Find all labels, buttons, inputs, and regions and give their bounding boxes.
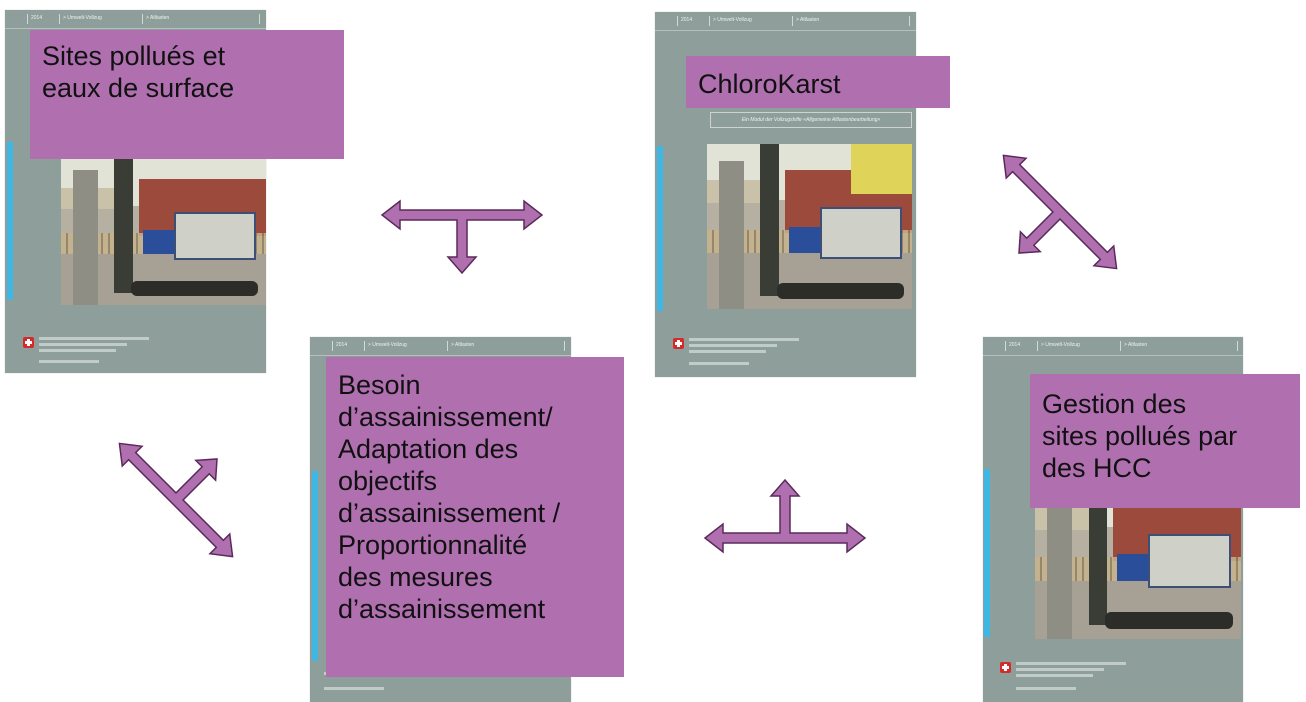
cover-year: 2014 <box>31 15 43 21</box>
cover-series-text <box>39 360 99 366</box>
label-besoin-assainissement: Besoin d’assainissement/ Adaptation des … <box>326 357 624 677</box>
cover-office-text <box>39 337 149 355</box>
cover-office-text <box>689 338 799 356</box>
label-sites-pollues: Sites pollués et eaux de surface <box>30 30 344 159</box>
cover-topic: > Altlasten <box>1124 342 1148 348</box>
drilling-rig-photo <box>707 144 912 309</box>
label-gestion-hcc: Gestion des sites pollués par des HCC <box>1030 374 1300 508</box>
cover-topic: > Altlasten <box>146 15 170 21</box>
swiss-emblem-icon <box>23 337 34 348</box>
cover-header-bar: 2014 > Umwelt-Vollzug > Altlasten <box>983 337 1243 356</box>
three-way-arrow-icon <box>381 200 543 274</box>
cover-accent-stripe <box>7 142 13 300</box>
cover-series-text <box>689 362 749 368</box>
swiss-emblem-icon <box>1000 662 1011 673</box>
cover-subtitle: Ein Modul der Vollzugshilfe «Allgemeine … <box>710 112 912 128</box>
cover-section: > Umwelt-Vollzug <box>368 342 407 348</box>
cover-section: > Umwelt-Vollzug <box>63 15 102 21</box>
three-way-arrow-icon <box>108 401 275 568</box>
cover-year: 2014 <box>1009 342 1021 348</box>
cover-accent-stripe <box>984 469 990 637</box>
swiss-emblem-icon <box>673 338 684 349</box>
label-chlorokarst: ChloroKarst <box>686 56 950 108</box>
cover-year: 2014 <box>336 342 348 348</box>
cover-section: > Umwelt-Vollzug <box>1041 342 1080 348</box>
cover-accent-stripe <box>312 471 318 661</box>
three-way-arrow-icon <box>704 479 866 553</box>
cover-topic: > Altlasten <box>451 342 475 348</box>
cover-office-text <box>1016 662 1126 680</box>
cover-topic: > Altlasten <box>796 17 820 23</box>
cover-header-bar: 2014 > Umwelt-Vollzug > Altlasten <box>655 12 916 31</box>
cover-series-text <box>324 687 384 693</box>
cover-accent-stripe <box>657 146 663 311</box>
cover-section: > Umwelt-Vollzug <box>713 17 752 23</box>
three-way-arrow-icon <box>961 144 1128 311</box>
cover-year: 2014 <box>681 17 693 23</box>
cover-header-bar: 2014 > Umwelt-Vollzug > Altlasten <box>5 10 266 29</box>
cover-series-text <box>1016 687 1076 693</box>
drilling-rig-photo <box>61 155 266 305</box>
cover-header-bar: 2014 > Umwelt-Vollzug > Altlasten <box>310 337 571 356</box>
